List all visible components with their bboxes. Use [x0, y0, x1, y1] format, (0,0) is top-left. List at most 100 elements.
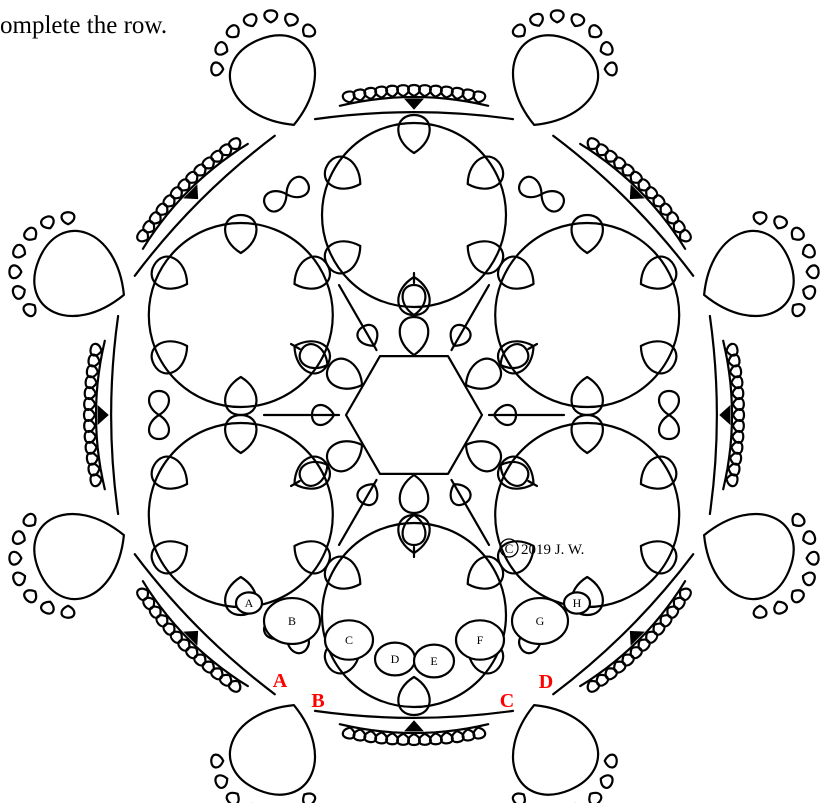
split-ring-left — [519, 177, 541, 197]
medallion-ring — [572, 415, 603, 453]
outer-motif-picot — [572, 14, 585, 26]
medallion-outline — [495, 223, 679, 407]
outer-motif-picot — [227, 25, 239, 37]
outer-chain-picot — [343, 728, 355, 739]
outer-motif-picot — [24, 514, 36, 526]
join-label-a: A — [273, 670, 288, 692]
split-ring-right — [542, 191, 564, 211]
outer-chain-picot — [229, 138, 240, 149]
medallion-ring — [152, 457, 187, 489]
middle-round — [149, 115, 679, 715]
ring-label-e: E — [430, 654, 437, 668]
ring-label-d: D — [391, 652, 400, 666]
outer-motif-picot — [803, 531, 815, 544]
outer-motif-ring — [513, 705, 598, 795]
split-ring-left — [659, 391, 679, 415]
instruction-caption: omplete the row. — [0, 12, 167, 40]
medallion-ring — [398, 115, 429, 153]
center-inner-ring — [400, 475, 429, 513]
outer-motif-picot — [227, 793, 239, 803]
medallion-ring — [152, 541, 187, 573]
outer-motif-picot — [24, 304, 36, 316]
bottom-labels: ABCDEFGHABCDC2019 J. W. — [236, 539, 590, 712]
outer-motif-picot — [303, 25, 315, 37]
outer-motif-picot — [215, 42, 227, 55]
outer-motif-picot — [24, 590, 36, 602]
center-spoke — [452, 480, 490, 545]
outer-motif-picot — [792, 590, 804, 602]
outer-motif-picot — [513, 794, 525, 803]
outer-motif-picot — [793, 514, 805, 526]
split-ring-left — [149, 415, 169, 439]
join-label-b: B — [311, 690, 324, 712]
medallion-ring — [641, 541, 676, 573]
outer-boundary-arc — [710, 316, 717, 514]
outer-round — [9, 10, 818, 803]
outer-motif-picot — [605, 63, 617, 76]
join-marker — [405, 99, 423, 109]
outer-motif-picot — [803, 286, 815, 299]
outer-motif-picot — [803, 573, 815, 586]
ring-label-g: G — [536, 614, 545, 628]
join-marker — [98, 406, 108, 424]
outer-motif-picot — [211, 63, 223, 76]
join-marker — [720, 406, 730, 424]
outer-motif-ring — [230, 35, 315, 125]
copyright-text: 2019 J. W. — [521, 542, 584, 558]
outer-boundary-arc — [135, 136, 275, 276]
outer-motif-picot — [41, 602, 54, 614]
outer-motif-ring — [34, 231, 124, 316]
outer-motif-picot — [62, 606, 75, 618]
center-inner-ring — [327, 441, 362, 471]
medallion-ring — [225, 415, 256, 453]
outer-motif-picot — [285, 14, 298, 26]
center-spoke — [452, 285, 490, 350]
outer-motif-ring — [230, 705, 315, 795]
outer-motif-picot — [774, 602, 787, 614]
medallion-outline — [495, 423, 679, 607]
outer-chain-picot — [473, 91, 485, 102]
outer-motif-picot — [792, 228, 804, 240]
ring-label-c: C — [345, 633, 353, 647]
outer-motif-picot — [215, 775, 227, 788]
outer-chain-picot — [680, 230, 691, 241]
outer-motif-picot — [513, 25, 525, 37]
medallion-ring — [398, 677, 429, 715]
ring-label-f: F — [477, 633, 484, 647]
outer-motif-picot — [244, 14, 257, 26]
split-ring-right — [287, 177, 309, 197]
medallion-outline — [149, 423, 333, 607]
split-ring-right — [149, 391, 169, 415]
outer-motif-picot — [13, 531, 25, 544]
medallion-ring — [468, 157, 503, 189]
outer-motif-picot — [303, 794, 315, 803]
medallion-ring — [641, 257, 676, 289]
center-spoke — [339, 480, 377, 545]
outer-boundary-arc — [553, 554, 693, 694]
outer-motif-picot — [13, 573, 25, 586]
ring-label-b: B — [288, 614, 296, 628]
split-ring-right — [659, 415, 679, 439]
outer-motif-picot — [807, 265, 819, 278]
outer-motif-picot — [530, 14, 543, 26]
outer-motif-picot — [13, 245, 25, 258]
medallion-ring — [152, 257, 187, 289]
outer-motif-ring — [704, 231, 794, 316]
ring-label-a: A — [245, 596, 254, 610]
outer-chain-picot — [90, 344, 101, 356]
outer-motif-picot — [754, 606, 767, 618]
outer-motif-picot — [62, 212, 75, 224]
outer-motif-picot — [589, 25, 601, 37]
join-label-d: D — [539, 671, 553, 693]
center-motif — [264, 273, 564, 557]
outer-motif-ring — [704, 514, 794, 599]
outer-motif-picot — [793, 304, 805, 316]
medallion-ring — [225, 377, 256, 415]
outer-motif-picot — [601, 775, 613, 788]
medallion-ring — [572, 215, 603, 253]
outer-motif-picot — [605, 755, 617, 768]
outer-motif-picot — [13, 286, 25, 299]
center-inner-ring — [400, 317, 429, 355]
outer-boundary-arc — [135, 554, 275, 694]
